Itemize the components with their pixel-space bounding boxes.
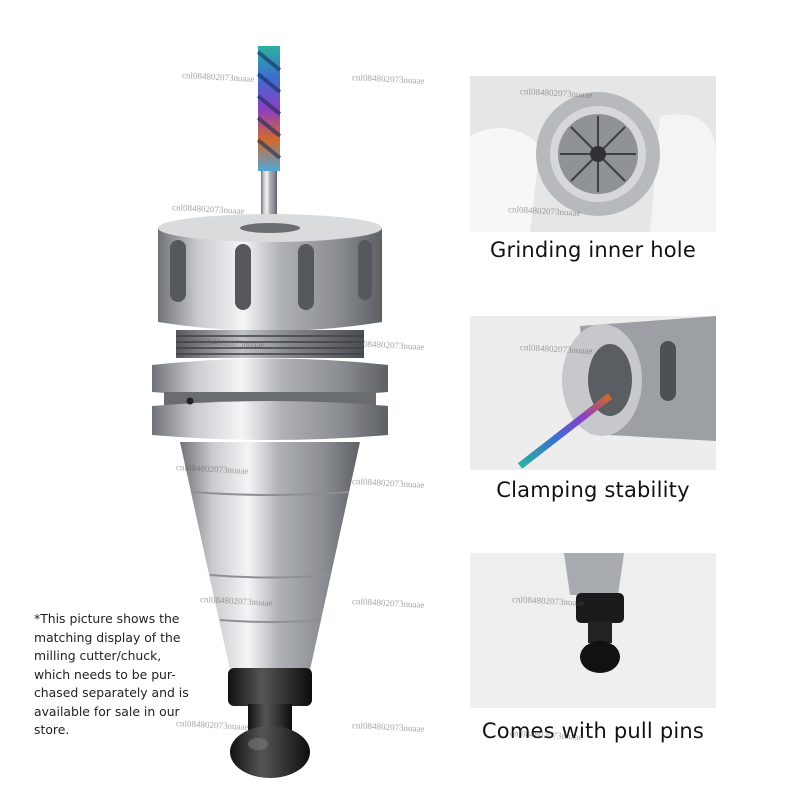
pull-stud (228, 668, 312, 778)
collet-nut (158, 214, 382, 331)
holder-flange (152, 358, 388, 440)
disclaimer-line: *This picture shows the (34, 611, 180, 626)
disclaimer-line: store. (34, 722, 70, 737)
disclaimer-line: milling cutter/chuck, (34, 648, 162, 663)
feature-caption: Clamping stability (496, 478, 690, 502)
thread-section (176, 330, 364, 358)
disclaimer-line: available for sale in our (34, 703, 180, 719)
feature-caption: Grinding inner hole (490, 238, 696, 262)
tool-holder-image (130, 40, 410, 780)
taper-shank (180, 442, 360, 670)
drill-bit (256, 46, 282, 221)
feature-image-clamping-stability (470, 316, 716, 470)
disclaimer-line: chased separately and is (34, 685, 189, 700)
feature-image-pull-pins (470, 553, 716, 708)
disclaimer-line: matching display of the (34, 629, 181, 645)
feature-caption: Comes with pull pins (481, 719, 705, 743)
disclaimer-line: which needs to be pur- (34, 666, 176, 682)
disclaimer-note: *This picture shows the matching display… (34, 610, 209, 740)
feature-image-grinding-inner-hole (470, 76, 716, 232)
